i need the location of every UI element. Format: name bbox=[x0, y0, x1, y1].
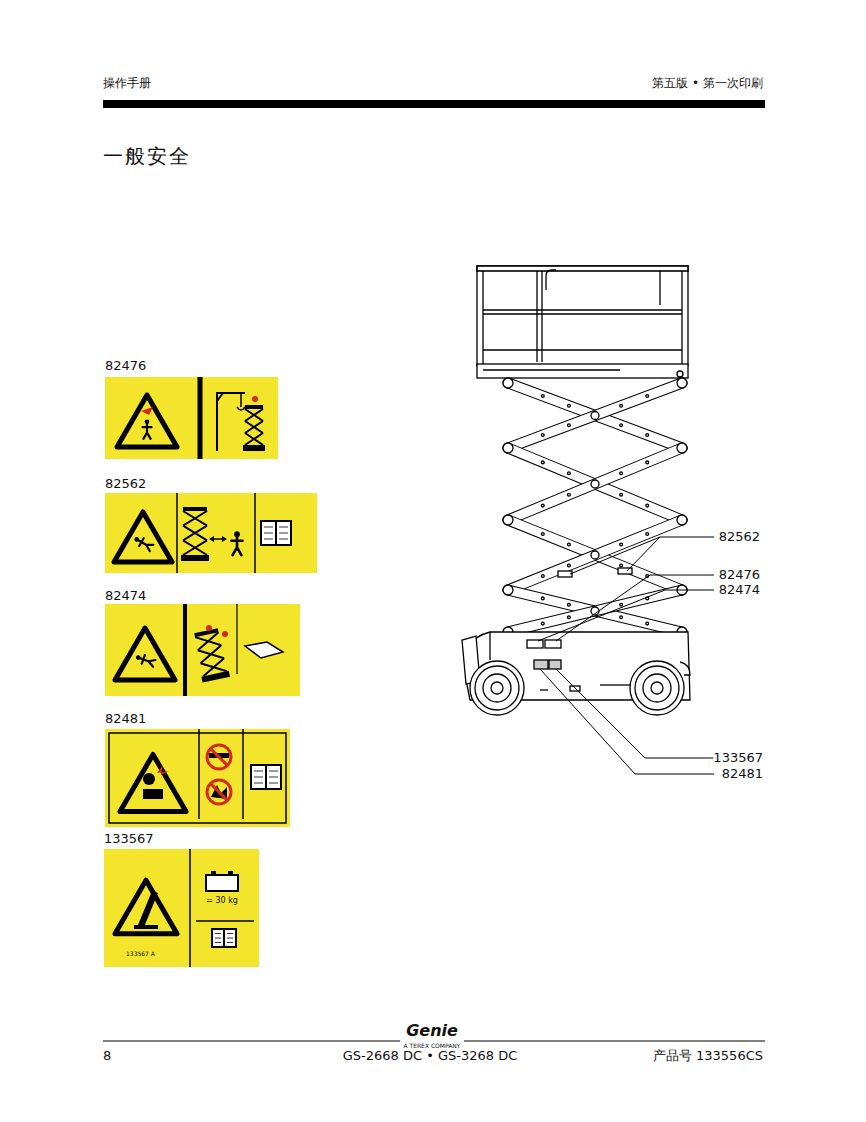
safety-decal: 82481 bbox=[105, 712, 290, 827]
callout-number: 82474 bbox=[719, 583, 760, 598]
decal-pictogram bbox=[104, 849, 259, 967]
decal-pictogram bbox=[105, 729, 290, 827]
decal-pictogram bbox=[105, 493, 317, 573]
leader-line bbox=[556, 575, 714, 641]
decal-panel bbox=[105, 604, 300, 696]
model-name: GS-2668 DC • GS-3268 DC bbox=[343, 1049, 518, 1064]
part-number: 产品号 133556CS bbox=[653, 1049, 763, 1064]
header-bar bbox=[103, 100, 765, 108]
decal-number: 82476 bbox=[105, 359, 146, 373]
decal-number: 82562 bbox=[105, 477, 146, 491]
leader-lines bbox=[538, 537, 714, 774]
decal-pictogram bbox=[105, 377, 278, 459]
leader-line bbox=[540, 669, 714, 774]
callout-number: 82476 bbox=[719, 568, 760, 583]
header-text: 操作手册 bbox=[103, 77, 151, 91]
callout-number: 133567 bbox=[713, 751, 763, 766]
scissor-lift bbox=[462, 266, 690, 715]
header-text: 第五版 • 第一次印刷 bbox=[652, 77, 763, 91]
safety-decal: 82562 bbox=[105, 477, 317, 573]
callout-number: 82562 bbox=[719, 530, 760, 545]
footer-rule bbox=[103, 1041, 400, 1042]
decal-text: 133567 A bbox=[126, 951, 155, 958]
decal-number: 82481 bbox=[105, 712, 146, 726]
leader-line bbox=[538, 590, 714, 641]
page-number: 8 bbox=[103, 1049, 111, 1064]
footer-rule bbox=[464, 1041, 765, 1042]
decal-pictogram bbox=[105, 604, 300, 696]
decal-text: = 30 kg bbox=[205, 897, 239, 906]
leader-line bbox=[627, 537, 714, 571]
decal-panel: = 30 kg 133567 A bbox=[104, 849, 259, 967]
leader-line bbox=[570, 537, 660, 574]
decal-number: 133567 bbox=[104, 832, 154, 846]
decal-panel bbox=[105, 729, 290, 827]
decal-panel bbox=[105, 377, 278, 459]
safety-decal: = 30 kg 133567 A 133567 bbox=[104, 832, 259, 967]
decal-panel bbox=[105, 493, 317, 573]
safety-decal: 82474 bbox=[105, 589, 300, 696]
callout-number: 82481 bbox=[722, 767, 763, 782]
section-title: 一般安全 bbox=[103, 145, 191, 168]
decal-number: 82474 bbox=[105, 589, 146, 603]
brand-logo: Genie bbox=[406, 1022, 458, 1040]
safety-decal: 82476 bbox=[105, 359, 278, 459]
